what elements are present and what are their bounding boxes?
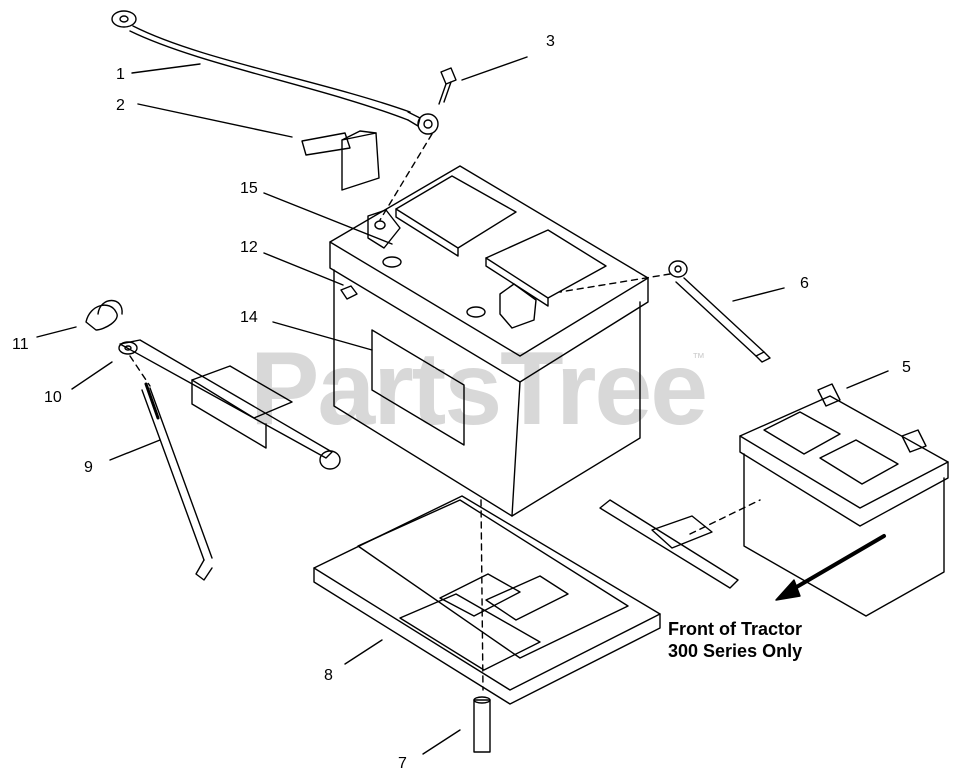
callout-labels: 1 2 3 15 12 11 10 9 14 6 5 8 7 xyxy=(12,33,911,772)
callout-10: 10 xyxy=(44,389,62,406)
battery-tray-8 xyxy=(313,495,661,705)
callout-1: 1 xyxy=(116,66,125,83)
callout-8: 8 xyxy=(324,667,333,684)
battery-label-14 xyxy=(371,329,465,446)
callout-6: 6 xyxy=(800,275,809,292)
trademark-symbol: ™ xyxy=(692,350,705,365)
battery-cable-1 xyxy=(111,10,439,135)
callout-11: 11 xyxy=(12,336,29,353)
caption-line-1: Front of Tractor xyxy=(668,619,802,639)
battery-small-300-series xyxy=(599,383,949,617)
watermark: PartsTree xyxy=(250,331,708,447)
callout-7: 7 xyxy=(398,755,407,772)
front-direction-arrow-icon xyxy=(775,534,886,601)
caption-line-2: 300 Series Only xyxy=(668,641,803,661)
callout-9: 9 xyxy=(84,459,93,476)
callout-2: 2 xyxy=(116,97,125,114)
terminal-bolt-3 xyxy=(379,67,457,221)
battery-main xyxy=(329,165,649,517)
pin-7 xyxy=(473,696,491,753)
hold-down-assembly xyxy=(85,299,341,581)
front-of-tractor-caption: Front of Tractor 300 Series Only xyxy=(668,618,802,662)
callout-14: 14 xyxy=(240,309,258,326)
callout-5: 5 xyxy=(902,359,911,376)
battery-cable-6 xyxy=(559,260,771,363)
leader-lines xyxy=(36,56,889,755)
callout-12: 12 xyxy=(240,239,258,256)
callout-3: 3 xyxy=(546,33,555,50)
terminal-boot-2 xyxy=(301,130,380,191)
callout-15: 15 xyxy=(240,180,258,197)
